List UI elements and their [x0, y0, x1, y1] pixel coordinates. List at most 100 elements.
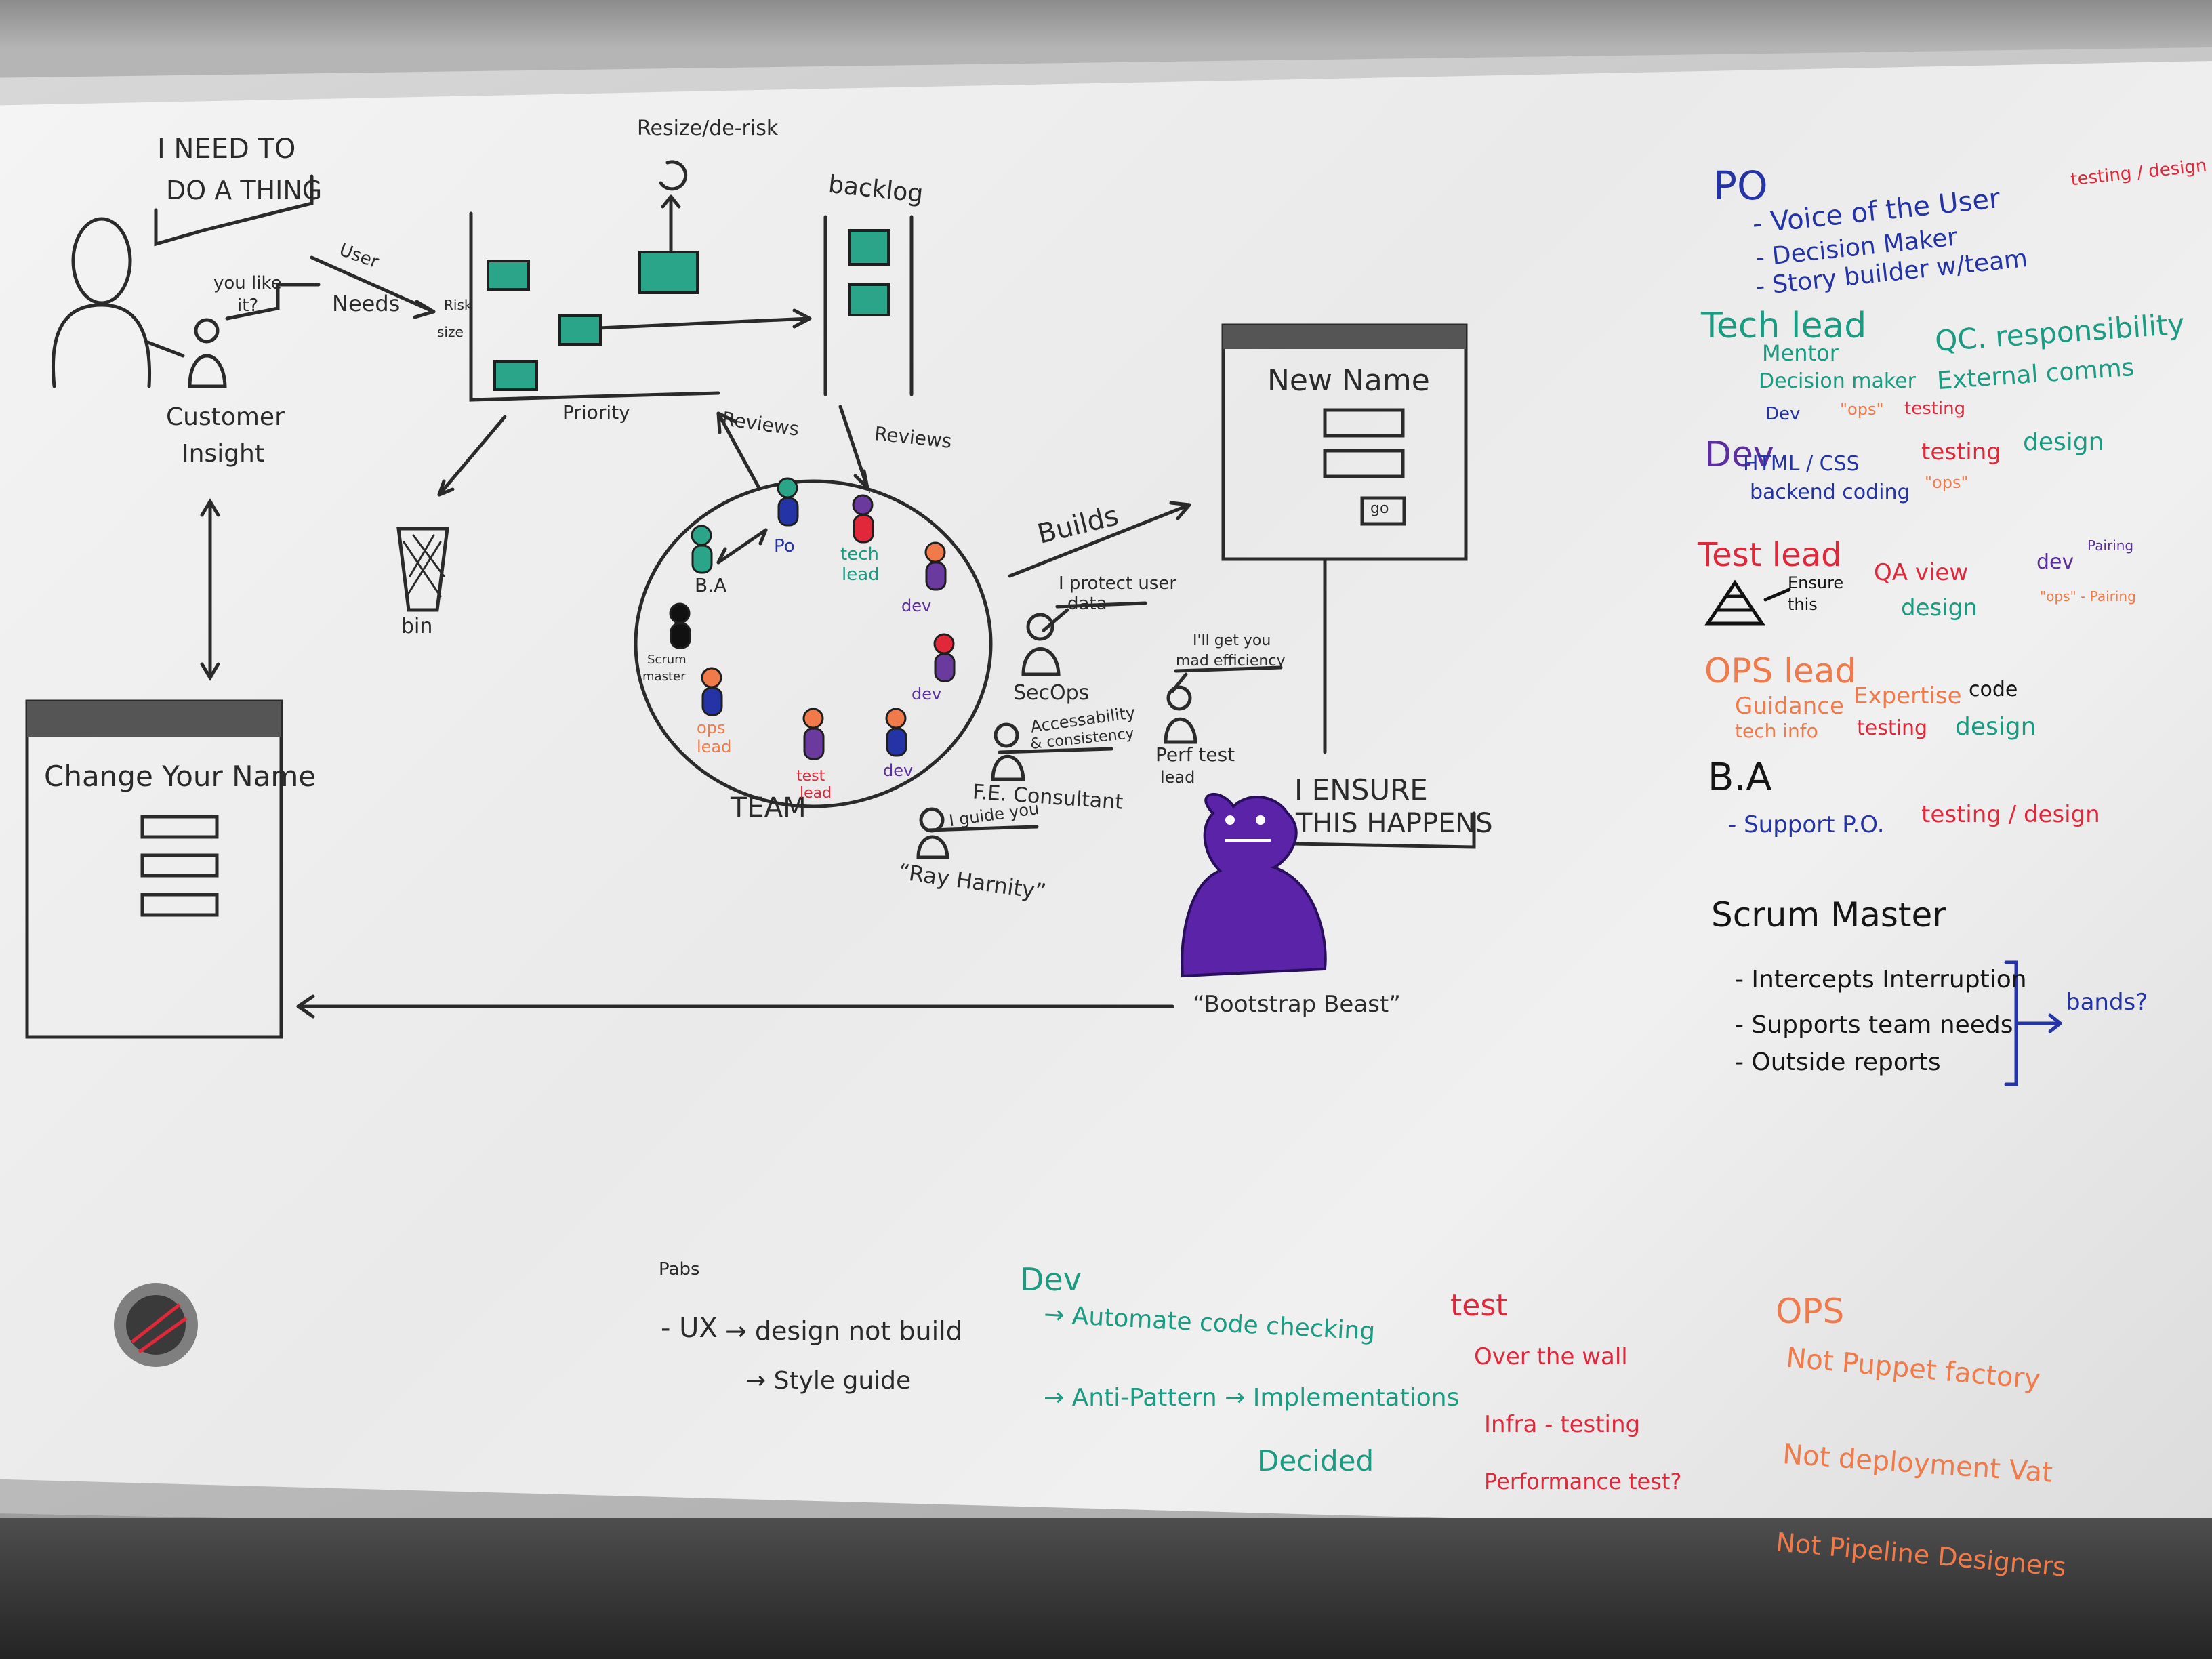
team-members — [669, 477, 956, 760]
test-lead-title: Test lead — [1698, 536, 1842, 574]
change-name-window — [25, 699, 283, 1039]
ba-testing-label: testing / design — [1921, 801, 2100, 828]
customer-body — [52, 303, 152, 388]
tech-testing-label: testing — [1904, 398, 1966, 419]
size-label: size — [437, 324, 464, 340]
tech-item-2: Decision maker — [1759, 369, 1916, 393]
ops-lead-label-2: lead — [697, 737, 732, 756]
marker-tray — [0, 1518, 2212, 1659]
dev-item-2: backend coding — [1750, 480, 1910, 504]
tech-dev-label: Dev — [1765, 404, 1801, 424]
bin-label: bin — [401, 615, 433, 638]
change-name-title: Change Your Name — [44, 760, 316, 793]
pyramid-icon — [1704, 579, 1765, 626]
ops-item-4: testing — [1857, 716, 1928, 740]
ensure-label-1: I ENSURE — [1294, 773, 1428, 806]
style-guide-label: → Style guide — [745, 1367, 912, 1395]
po-title: PO — [1713, 163, 1768, 209]
test-lead-label-1: test — [796, 768, 825, 785]
tech-item-1: Mentor — [1762, 340, 1839, 366]
perf-test-label-2: lead — [1160, 768, 1195, 787]
protect-label-2: data — [1067, 594, 1107, 614]
po-label: Po — [774, 536, 795, 556]
efficiency-label-2: mad efficiency — [1176, 653, 1286, 670]
test-ensure-1: Ensure — [1788, 573, 1844, 592]
small-bubble-2: it? — [237, 295, 259, 316]
dev-label-1: dev — [901, 596, 932, 615]
pabs-label: Pabs — [659, 1259, 700, 1279]
scrum-label-2: master — [642, 670, 686, 684]
scrum-item-1: - Intercepts Interruption — [1735, 966, 2027, 994]
efficiency-label-1: I'll get you — [1193, 632, 1271, 649]
scrum-master-title: Scrum Master — [1711, 895, 1946, 935]
bottom-test-title: test — [1450, 1288, 1508, 1323]
bin-icon — [396, 527, 449, 612]
tech-ops-label: "ops" — [1840, 400, 1884, 419]
bottom-test-item-2: Infra - testing — [1484, 1411, 1641, 1438]
priority-label: Priority — [562, 401, 630, 424]
test-pairing-2: "ops" - Pairing — [2040, 588, 2136, 605]
new-name-window — [1221, 323, 1468, 561]
dev-design-label: design — [2023, 428, 2104, 456]
tech-lead-label-1: tech — [840, 544, 879, 565]
dev-ops-label: "ops" — [1925, 473, 1969, 492]
ops-design-label: design — [1955, 713, 2036, 741]
ensure-label-2: THIS HAPPENS — [1296, 808, 1493, 839]
tech-lead-label-2: lead — [842, 565, 880, 585]
resize-label: Resize/de-risk — [637, 117, 779, 140]
bottom-dev-item-2: → Anti-Pattern → Implementations — [1044, 1384, 1460, 1412]
bands-label: bands? — [2066, 989, 2148, 1016]
small-figure-head — [194, 318, 220, 344]
bottom-test-item-3: Performance test? — [1484, 1469, 1682, 1494]
ops-item-1: Guidance — [1735, 693, 1844, 720]
dev-label-3: dev — [883, 761, 914, 780]
team-circle — [634, 479, 993, 808]
ops-code-label: code — [1969, 678, 2018, 701]
ops-item-2: tech info — [1735, 720, 1818, 742]
small-bubble-1: you like — [213, 273, 282, 293]
new-name-title: New Name — [1267, 363, 1430, 398]
test-dev-label: dev — [2036, 550, 2074, 574]
scrum-label-1: Scrum — [647, 653, 687, 667]
ux-label: - UX — [661, 1313, 718, 1344]
test-design-label: design — [1901, 594, 1978, 621]
sticky-notes — [487, 229, 890, 391]
tech-lead-title: Tech lead — [1701, 306, 1867, 346]
test-ensure-2: this — [1788, 595, 1818, 614]
dev-label-2: dev — [912, 684, 942, 703]
test-pairing-1: Pairing — [2087, 537, 2134, 554]
dev-title: Dev — [1704, 434, 1774, 475]
insight-label: Insight — [182, 440, 264, 468]
team-label: TEAM — [731, 792, 806, 823]
test-lead-label-2: lead — [800, 785, 832, 802]
ba-label: B.A — [695, 574, 727, 596]
design-not-build-label: → design not build — [725, 1316, 962, 1346]
customer-head — [71, 217, 132, 305]
protect-label-1: I protect user — [1059, 573, 1177, 594]
dev-item-1: HTML / CSS — [1743, 452, 1860, 476]
ba-title: B.A — [1708, 756, 1772, 800]
ops-lead-title: OPS lead — [1704, 651, 1857, 691]
bottom-test-item-1: Over the wall — [1474, 1343, 1628, 1370]
secops-label: SecOps — [1013, 681, 1090, 705]
bottom-dev-title: Dev — [1020, 1261, 1082, 1298]
go-button-label: go — [1370, 500, 1389, 517]
test-qa-label: QA view — [1874, 559, 1969, 586]
customer-label: Customer — [166, 403, 285, 431]
bottom-dev-item-3: Decided — [1257, 1444, 1374, 1477]
dev-testing-label: testing — [1921, 438, 2001, 466]
bootstrap-beast-label: “Bootstrap Beast” — [1193, 991, 1401, 1018]
bootstrap-beast-icon — [1181, 793, 1327, 978]
scrum-item-2: - Supports team needs — [1735, 1011, 2013, 1039]
ba-item-1: - Support P.O. — [1728, 811, 1885, 838]
speech-line-1: I NEED TO — [157, 134, 296, 165]
speech-line-2: DO A THING — [166, 176, 323, 205]
ops-lead-label-1: ops — [697, 718, 726, 737]
scrum-item-3: - Outside reports — [1735, 1048, 1941, 1076]
whiteboard — [0, 61, 2212, 1538]
window-title-bars — [27, 325, 1466, 737]
needs-label: Needs — [332, 291, 401, 316]
ops-item-3: Expertise — [1853, 682, 1962, 710]
risk-label: Risk — [444, 297, 472, 313]
